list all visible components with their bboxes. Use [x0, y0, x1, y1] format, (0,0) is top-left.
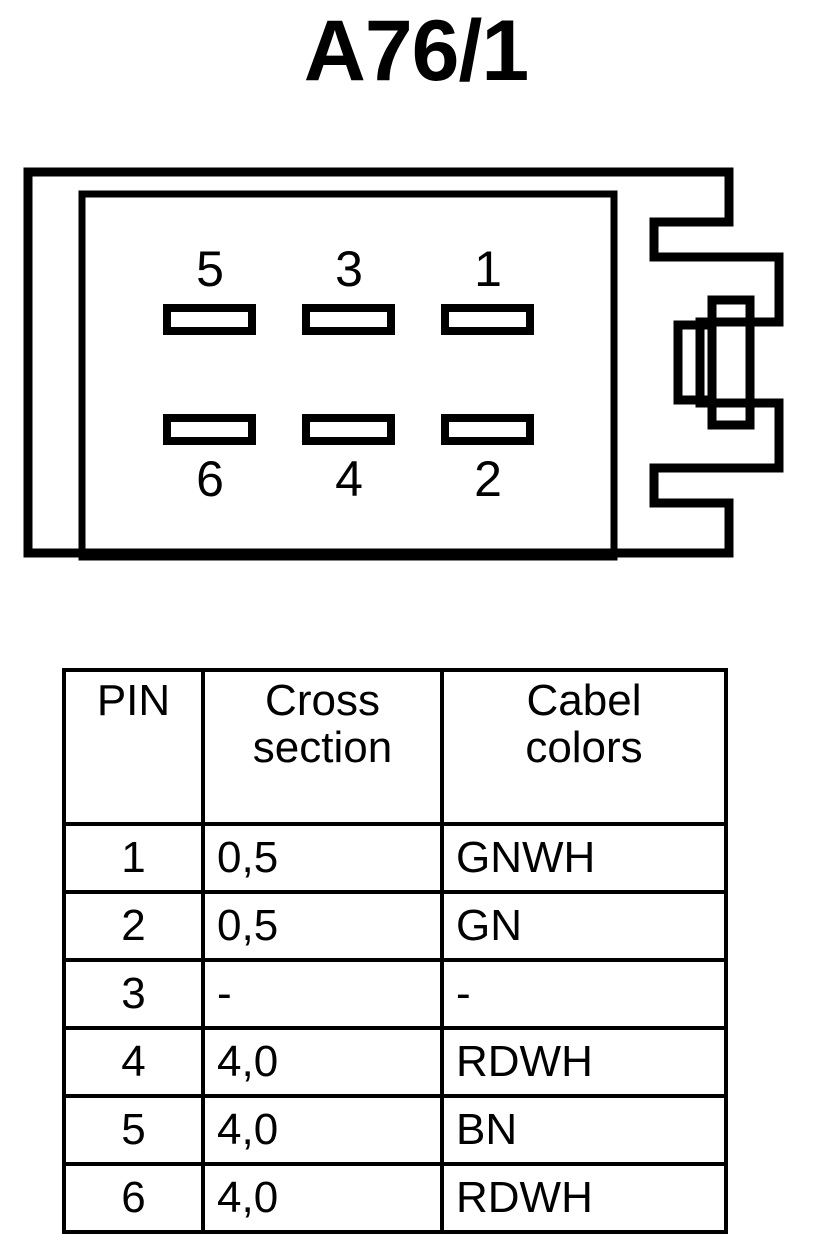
cell-cross-section: 0,5 [201, 890, 444, 962]
connector-diagram: 5 3 1 6 4 2 [0, 150, 832, 610]
pin-slot-1[interactable] [441, 304, 534, 335]
cell-pin: 1 [62, 822, 205, 894]
latch-tongue-inner [673, 320, 717, 405]
table-row: 5 4,0 BN [62, 1094, 728, 1166]
table-header: PIN Cross section Cabel colors [62, 668, 728, 826]
pin-slot-2[interactable] [441, 414, 534, 445]
header-cross-section: Cross section [201, 668, 444, 826]
cell-pin: 3 [62, 958, 205, 1030]
pin-slot-4[interactable] [302, 414, 395, 445]
pin-label-3: 3 [335, 241, 363, 297]
table-row: 2 0,5 GN [62, 890, 728, 962]
cell-pin: 2 [62, 890, 205, 962]
header-cable-colors-line1: Cabel [526, 676, 642, 725]
pin-slot-6[interactable] [163, 414, 256, 445]
table-header-row: PIN Cross section Cabel colors [62, 668, 728, 826]
cell-pin: 4 [62, 1026, 205, 1098]
cell-pin: 6 [62, 1162, 205, 1234]
cell-cross-section: 4,0 [201, 1026, 444, 1098]
cell-cable-colors: RDWH [440, 1026, 728, 1098]
cell-cable-colors: BN [440, 1094, 728, 1166]
pin-assignment-table: PIN Cross section Cabel colors 1 0,5 GNW… [62, 668, 728, 1234]
cell-cross-section: 4,0 [201, 1162, 444, 1234]
cell-cross-section: - [201, 958, 444, 1030]
cell-pin: 5 [62, 1094, 205, 1166]
cell-cross-section: 0,5 [201, 822, 444, 894]
connector-outer-housing [23, 167, 784, 558]
table-row: 1 0,5 GNWH [62, 822, 728, 894]
cell-cable-colors: RDWH [440, 1162, 728, 1234]
header-pin: PIN [62, 668, 205, 826]
pin-slot-5[interactable] [163, 304, 256, 335]
cell-cable-colors: GNWH [440, 822, 728, 894]
cell-cable-colors: GN [440, 890, 728, 962]
connector-inner-cavity [78, 190, 618, 561]
header-cable-colors-line2: colors [525, 722, 643, 772]
table-row: 4 4,0 RDWH [62, 1026, 728, 1098]
cell-cable-colors: - [440, 958, 728, 1030]
pin-label-5: 5 [196, 241, 224, 297]
cell-cross-section: 4,0 [201, 1094, 444, 1166]
header-cable-colors: Cabel colors [440, 668, 728, 826]
pin-label-6: 6 [196, 451, 224, 507]
pin-label-4: 4 [335, 451, 363, 507]
table-row: 3 - - [62, 958, 728, 1030]
table-row: 6 4,0 RDWH [62, 1162, 728, 1234]
header-cross-section-line2: section [252, 722, 393, 772]
connector-drawing [23, 167, 784, 561]
pin-label-2: 2 [474, 451, 502, 507]
table-body: 1 0,5 GNWH 2 0,5 GN 3 - - 4 4,0 RDWH 5 4… [62, 822, 728, 1234]
header-cross-section-line1: Cross [265, 676, 380, 725]
pin-slot-3[interactable] [302, 304, 395, 335]
pin-label-1: 1 [474, 241, 502, 297]
page-title: A76/1 [303, 3, 530, 99]
